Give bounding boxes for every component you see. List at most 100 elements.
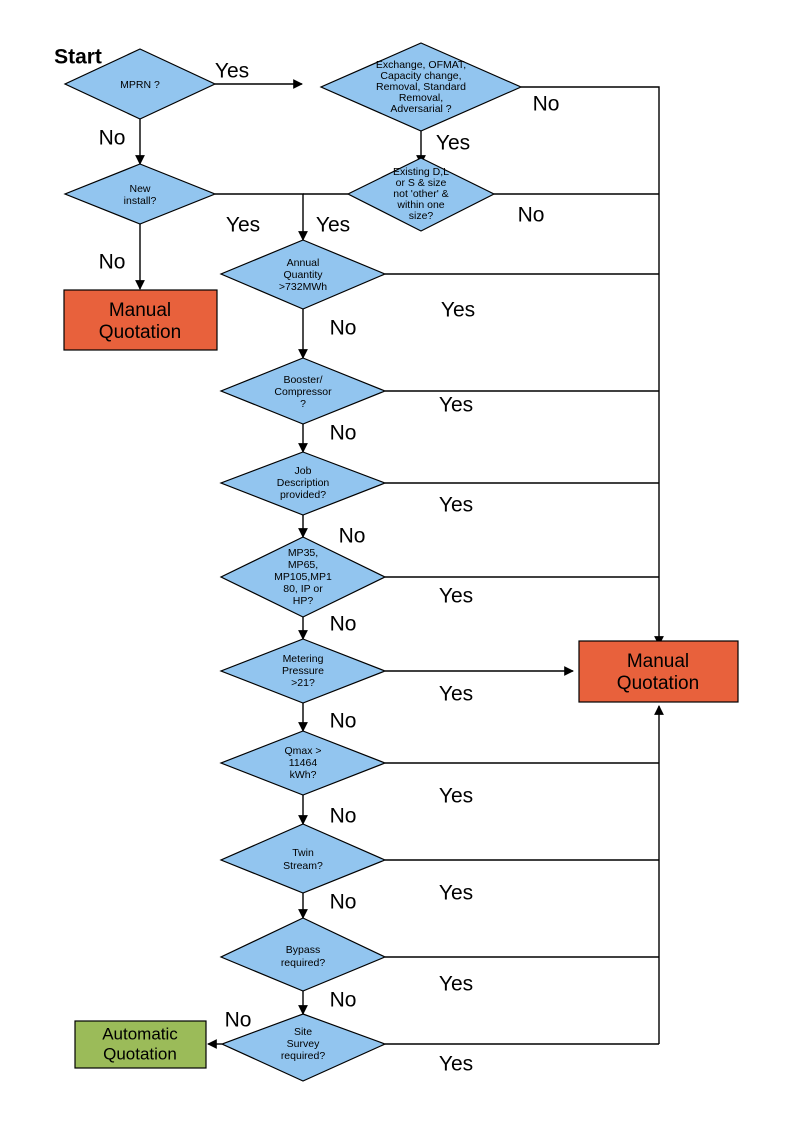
annual-diamond[interactable] bbox=[219, 239, 387, 310]
existing-label-line-3: within one bbox=[396, 199, 444, 211]
label-booster-yes: Yes bbox=[439, 394, 473, 417]
booster-label-line-1: Compressor bbox=[274, 386, 332, 398]
label-existing-yes: Yes bbox=[316, 214, 350, 237]
label-jobdesc-yes: Yes bbox=[439, 494, 473, 517]
automatic-box[interactable] bbox=[74, 1020, 207, 1069]
label-bypass-yes: Yes bbox=[439, 973, 473, 996]
sitesurvey-label-line-2: required? bbox=[281, 1050, 326, 1062]
manual-left-box[interactable] bbox=[63, 289, 218, 351]
sitesurvey-label-line-1: Survey bbox=[287, 1038, 320, 1050]
start-label: Start bbox=[54, 46, 102, 69]
annual-label-line-0: Annual bbox=[287, 257, 320, 269]
label-annual-yes: Yes bbox=[441, 299, 475, 322]
label-jobdesc-no: No bbox=[339, 525, 366, 548]
newinstall-label-line-0: New bbox=[129, 183, 150, 195]
mpcodes-label-line-3: 80, IP or bbox=[283, 583, 323, 595]
manual-right-box[interactable] bbox=[578, 640, 739, 703]
jobdesc-label-line-1: Description bbox=[277, 477, 330, 489]
node-jobdesc[interactable]: Job Description provided? bbox=[219, 451, 387, 516]
bypass-label-line-0: Bypass bbox=[286, 944, 320, 956]
label-mprn-yes: Yes bbox=[215, 60, 249, 83]
qmax-label-line-2: kWh? bbox=[290, 769, 317, 781]
jobdesc-label-line-0: Job bbox=[295, 465, 312, 477]
metering-label-line-2: >21? bbox=[291, 677, 315, 689]
label-annual-no: No bbox=[330, 317, 357, 340]
label-qmax-yes: Yes bbox=[439, 785, 473, 808]
label-twin-yes: Yes bbox=[439, 882, 473, 905]
booster-label-line-0: Booster/ bbox=[283, 374, 322, 386]
node-sitesurvey[interactable]: Site Survey required? bbox=[220, 1013, 387, 1082]
label-exchange-yes: Yes bbox=[436, 132, 470, 155]
qmax-label-line-0: Qmax > bbox=[284, 745, 321, 757]
metering-label-line-0: Metering bbox=[283, 653, 324, 665]
metering-diamond[interactable] bbox=[219, 638, 387, 704]
existing-diamond[interactable] bbox=[346, 157, 496, 232]
newinstall-label-line-1: install? bbox=[124, 195, 157, 207]
newinstall-diamond[interactable] bbox=[63, 163, 217, 225]
mprn-diamond[interactable] bbox=[63, 48, 217, 120]
manual-left-label-line-1: Quotation bbox=[99, 322, 181, 343]
node-manual-quotation-right[interactable]: Manual Quotation bbox=[578, 640, 739, 703]
node-mpcodes[interactable]: MP35, MP65, MP105,MP1 80, IP or HP? bbox=[219, 536, 387, 618]
node-annual[interactable]: Annual Quantity >732MWh bbox=[219, 239, 387, 310]
node-manual-quotation-left[interactable]: Manual Quotation bbox=[63, 289, 218, 351]
automatic-label-line-1: Quotation bbox=[103, 1044, 177, 1063]
exchange-label-line-0: Exchange, OFMAT, bbox=[376, 59, 466, 71]
bypass-diamond[interactable] bbox=[219, 917, 387, 992]
node-qmax[interactable]: Qmax > 11464 kWh? bbox=[219, 730, 387, 796]
jobdesc-label-line-2: provided? bbox=[280, 489, 326, 501]
twin-label-line-1: Stream? bbox=[283, 860, 323, 872]
mpcodes-diamond[interactable] bbox=[219, 536, 387, 618]
mpcodes-label-line-2: MP105,MP1 bbox=[274, 571, 332, 583]
twin-diamond[interactable] bbox=[219, 823, 387, 894]
node-metering[interactable]: Metering Pressure >21? bbox=[219, 638, 387, 704]
node-exchange[interactable]: Exchange, OFMAT, Capacity change, Remova… bbox=[319, 42, 523, 132]
node-automatic-quotation[interactable]: Automatic Quotation bbox=[74, 1020, 207, 1069]
label-mpcodes-no: No bbox=[330, 613, 357, 636]
sitesurvey-diamond[interactable] bbox=[220, 1013, 387, 1082]
jobdesc-diamond[interactable] bbox=[219, 451, 387, 516]
existing-label-line-1: or S & size bbox=[396, 177, 447, 189]
annual-label-line-1: Quantity bbox=[283, 269, 323, 281]
node-existing[interactable]: Existing D,L or S & size not 'other' & w… bbox=[346, 157, 496, 232]
label-existing-no: No bbox=[518, 204, 545, 227]
label-sitesurvey-yes: Yes bbox=[439, 1053, 473, 1076]
node-mprn[interactable]: MPRN ? bbox=[63, 48, 217, 120]
node-bypass[interactable]: Bypass required? bbox=[219, 917, 387, 992]
node-twin[interactable]: Twin Stream? bbox=[219, 823, 387, 894]
exchange-diamond[interactable] bbox=[319, 42, 523, 132]
edge-labels-layer: Yes No No Yes Yes No Yes No Yes No Yes N… bbox=[99, 60, 560, 1076]
sitesurvey-label-line-0: Site bbox=[294, 1026, 312, 1038]
label-twin-no: No bbox=[330, 891, 357, 914]
exchange-label-line-2: Removal, Standard bbox=[376, 81, 466, 93]
bypass-label-line-1: required? bbox=[281, 957, 326, 969]
mpcodes-label-line-0: MP35, bbox=[288, 547, 318, 559]
existing-label-line-4: size? bbox=[409, 210, 434, 222]
label-newinstall-yes: Yes bbox=[226, 214, 260, 237]
mpcodes-label-line-4: HP? bbox=[293, 595, 314, 607]
existing-label-line-2: not 'other' & bbox=[393, 188, 448, 200]
exchange-label-line-4: Adversarial ? bbox=[390, 103, 451, 115]
mpcodes-label-line-1: MP65, bbox=[288, 559, 318, 571]
annual-label-line-2: >732MWh bbox=[279, 281, 327, 293]
manual-right-label-line-1: Quotation bbox=[617, 673, 699, 694]
existing-label-line-0: Existing D,L bbox=[393, 166, 449, 178]
manual-left-label-line-0: Manual bbox=[109, 300, 171, 321]
node-newinstall[interactable]: New install? bbox=[63, 163, 217, 225]
qmax-diamond[interactable] bbox=[219, 730, 387, 796]
label-newinstall-no: No bbox=[99, 251, 126, 274]
automatic-label-line-0: Automatic bbox=[102, 1024, 178, 1043]
label-mprn-no: No bbox=[99, 127, 126, 150]
booster-label-line-2: ? bbox=[300, 398, 306, 410]
qmax-label-line-1: 11464 bbox=[289, 757, 318, 769]
node-booster[interactable]: Booster/ Compressor ? bbox=[219, 357, 387, 425]
label-qmax-no: No bbox=[330, 805, 357, 828]
twin-label-line-0: Twin bbox=[292, 847, 314, 859]
mprn-label-line-0: MPRN ? bbox=[120, 79, 160, 91]
edges-layer bbox=[135, 79, 664, 1049]
label-metering-yes: Yes bbox=[439, 683, 473, 706]
edge-exchange-no bbox=[521, 86, 664, 646]
booster-diamond[interactable] bbox=[219, 357, 387, 425]
